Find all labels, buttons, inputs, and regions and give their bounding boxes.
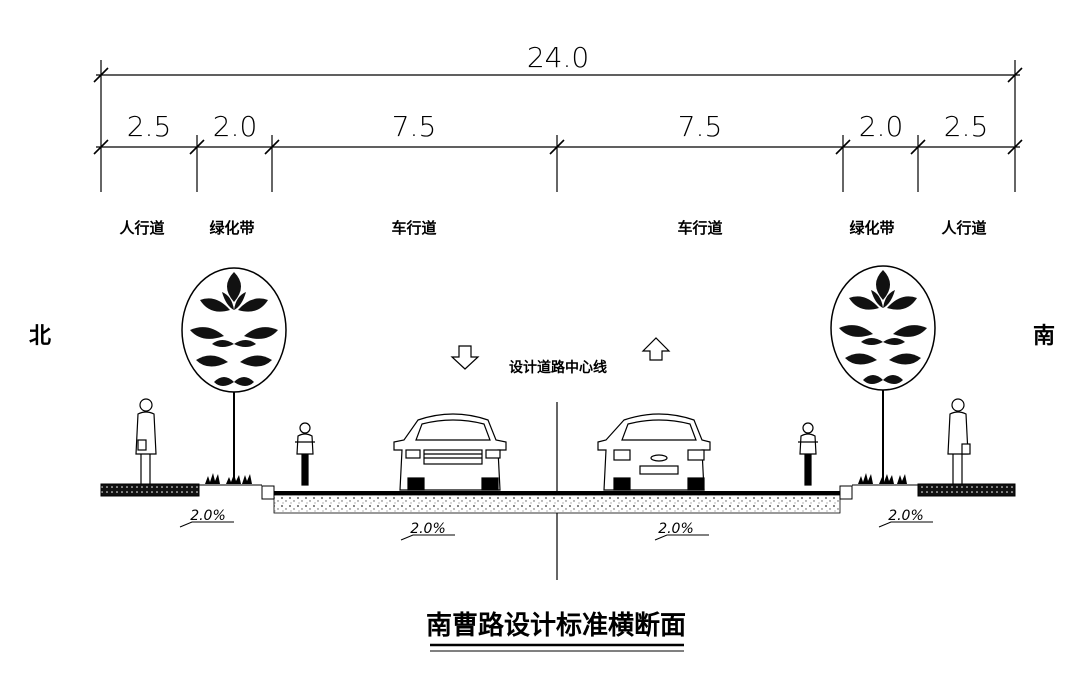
- segment-width-label: 2.0: [859, 110, 904, 143]
- pedestrian-icon: [947, 398, 971, 484]
- tree-icon: [830, 265, 936, 484]
- zone-label: 人行道: [119, 219, 164, 237]
- down-arrow-icon: [450, 345, 480, 370]
- cyclist-icon: [295, 422, 315, 486]
- up-arrow-icon: [641, 337, 671, 361]
- zone-label: 绿化带: [849, 219, 894, 237]
- zone-label: 人行道: [941, 219, 986, 237]
- centerline-label: 设计道路中心线: [509, 359, 607, 376]
- slope-label: 2.0%: [888, 508, 924, 524]
- car-front-icon: [393, 413, 507, 491]
- segment-width-label: 2.0: [213, 110, 258, 143]
- segment-width-label: 2.5: [127, 110, 172, 143]
- cyclist-icon: [798, 422, 818, 486]
- south-label: 南: [1033, 324, 1055, 349]
- slope-label: 2.0%: [190, 508, 226, 524]
- segment-width-label: 7.5: [392, 110, 437, 143]
- road-structure: [100, 483, 1016, 514]
- slope-label: 2.0%: [658, 521, 694, 537]
- north-label: 北: [29, 324, 51, 349]
- segment-width-label: 2.5: [944, 110, 989, 143]
- slope-label: 2.0%: [410, 521, 446, 537]
- dimension-lines: [93, 60, 1023, 192]
- segment-width-label: 7.5: [678, 110, 723, 143]
- zone-label: 车行道: [391, 219, 436, 237]
- pedestrian-icon: [135, 398, 157, 484]
- segment-width-labels: 2.5 2.0 7.5 7.5 2.0 2.5: [127, 110, 989, 143]
- zone-label: 绿化带: [209, 219, 254, 237]
- shrub-icon: [205, 473, 252, 484]
- zone-labels: 人行道 绿化带 车行道 车行道 绿化带 人行道: [119, 219, 986, 237]
- slope-indicators: [179, 521, 933, 541]
- zone-label: 车行道: [677, 219, 722, 237]
- car-rear-icon: [597, 413, 711, 491]
- total-width-label: 24.0: [527, 41, 589, 74]
- drawing-title: 南曹路设计标准横断面: [426, 610, 686, 641]
- tree-icon: [181, 267, 287, 484]
